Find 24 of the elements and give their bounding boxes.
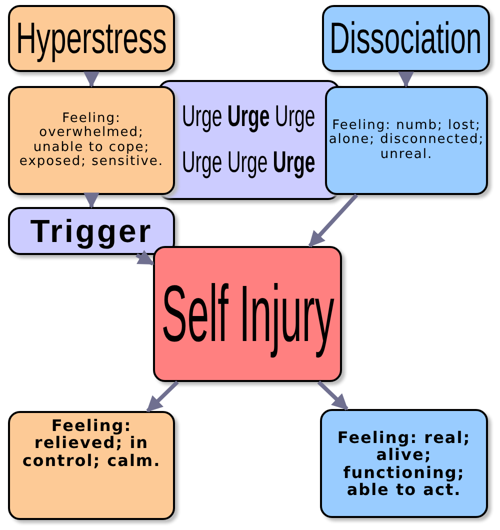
arrow: [136, 250, 154, 266]
feeling-text: Feeling: overwhelmed; unable to cope; exposed; sensitive.: [18, 112, 165, 169]
heading-text: Dissociation: [330, 16, 482, 60]
feeling-text: Feeling: real; alive; functioning; able to act.: [336, 428, 472, 498]
heading-box: [322, 5, 490, 72]
arrow: [84, 72, 100, 88]
feeling-text: Feeling: numb; lost; alone; disconnected; unreal.: [328, 119, 486, 162]
arrow: [317, 380, 348, 410]
heading-text: Hyperstress: [16, 16, 167, 60]
heading-text: Trigger: [30, 215, 153, 247]
urge-text: Urge Urge Urge: [182, 145, 316, 181]
heading-box: [8, 207, 175, 255]
feeling-box: [8, 86, 175, 195]
heading-box: [8, 5, 175, 72]
arrow: [398, 72, 414, 88]
urge-text: Urge Urge Urge: [182, 98, 316, 134]
arrow: [308, 194, 358, 248]
heading-box: [153, 246, 342, 382]
feeling-text: Feeling: relieved; in control; calm.: [21, 417, 162, 469]
feeling-box: [325, 86, 488, 195]
arrow: [146, 380, 179, 412]
arrow: [84, 192, 100, 209]
feeling-box: [320, 409, 488, 518]
feeling-box: [8, 411, 175, 520]
